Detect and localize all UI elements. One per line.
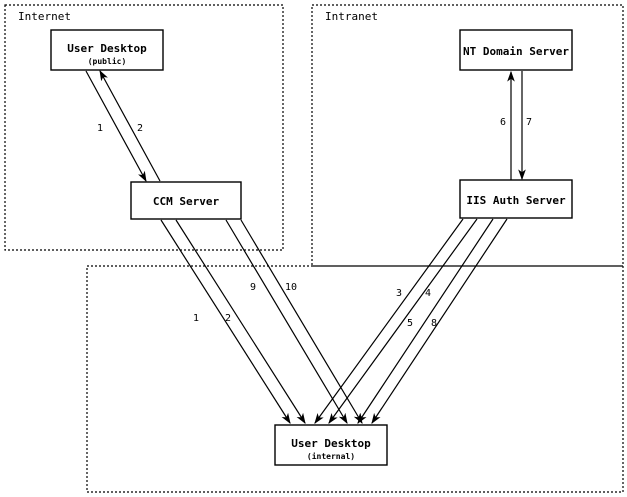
- zone-label-intranet: Intranet: [325, 10, 378, 23]
- node-box-user-desktop-internal[interactable]: [274, 424, 388, 466]
- node-subtitle-user-desktop-public: (public): [88, 56, 127, 66]
- flow-line-5-iis-auth-server-to-user-desktop-internal: [357, 218, 494, 425]
- flow-line-10-user-desktop-internal-to-ccm-server: [240, 219, 363, 425]
- node-ccm-server[interactable]: CCM Server: [130, 181, 242, 220]
- zone-intranet: Intranet: [311, 4, 624, 267]
- flow-label-6-iis-auth-server-to-nt-domain-server: 6: [500, 117, 506, 128]
- flow-labels-layer: 1 2 1 2 9 10 3 4 5 8 6 7: [97, 117, 532, 329]
- flows-layer: [85, 69, 526, 425]
- node-user-desktop-internal[interactable]: User Desktop(internal): [274, 424, 388, 466]
- node-box-nt-domain-server[interactable]: [459, 29, 573, 71]
- node-iis-auth-server[interactable]: IIS Auth Server: [459, 179, 573, 219]
- flow-label-2-ccm-server-to-user-desktop-public: 2: [137, 123, 143, 134]
- zone-boundary-intranet: [311, 4, 624, 267]
- flow-line-2-ccm-server-to-user-desktop-public: [99, 69, 161, 182]
- flow-label-3-iis-auth-server-to-user-desktop-internal: 3: [396, 288, 402, 299]
- flow-label-7-nt-domain-server-to-iis-auth-server: 7: [526, 117, 532, 128]
- node-subtitle-user-desktop-internal: (internal): [307, 451, 355, 461]
- flow-line-9-ccm-server-to-user-desktop-internal: [225, 219, 348, 425]
- flow-label-5-iis-auth-server-to-user-desktop-internal: 5: [407, 318, 413, 329]
- zones-layer: Internet Intranet: [4, 4, 624, 493]
- node-title-nt-domain-server: NT Domain Server: [463, 45, 569, 58]
- flow-label-1-ccm-server-to-user-desktop-internal: 1: [193, 313, 199, 324]
- node-user-desktop-public[interactable]: User Desktop(public): [50, 29, 164, 71]
- node-box-ccm-server[interactable]: [130, 181, 242, 220]
- flow-label-4-user-desktop-internal-to-iis-auth-server: 4: [425, 288, 431, 299]
- zone-internal: [86, 265, 624, 493]
- flow-label-9-ccm-server-to-user-desktop-internal: 9: [250, 282, 256, 293]
- flow-line-3-iis-auth-server-to-user-desktop-internal: [314, 218, 464, 424]
- node-nt-domain-server[interactable]: NT Domain Server: [459, 29, 573, 71]
- flow-line-2-user-desktop-internal-to-ccm-server: [175, 219, 306, 425]
- node-title-user-desktop-public: User Desktop: [67, 42, 147, 55]
- node-title-ccm-server: CCM Server: [153, 195, 220, 208]
- node-title-iis-auth-server: IIS Auth Server: [466, 194, 566, 207]
- node-title-user-desktop-internal: User Desktop: [291, 437, 371, 450]
- flow-line-8-user-desktop-internal-to-iis-auth-server: [371, 218, 508, 425]
- zone-boundary-internet: [4, 4, 284, 251]
- flow-label-10-user-desktop-internal-to-ccm-server: 10: [285, 282, 297, 293]
- node-box-user-desktop-public[interactable]: [50, 29, 164, 71]
- zone-label-internet: Internet: [18, 10, 71, 23]
- zone-boundary-internal: [86, 265, 624, 493]
- flow-label-2-user-desktop-internal-to-ccm-server: 2: [225, 313, 231, 324]
- node-box-iis-auth-server[interactable]: [459, 179, 573, 219]
- zone-internet: Internet: [4, 4, 284, 251]
- flow-line-1-user-desktop-public-to-ccm-server: [85, 70, 147, 183]
- flow-label-1-user-desktop-public-to-ccm-server: 1: [97, 123, 103, 134]
- flow-label-8-user-desktop-internal-to-iis-auth-server: 8: [431, 318, 437, 329]
- flow-line-4-user-desktop-internal-to-iis-auth-server: [328, 218, 478, 424]
- flow-line-1-ccm-server-to-user-desktop-internal: [160, 219, 291, 425]
